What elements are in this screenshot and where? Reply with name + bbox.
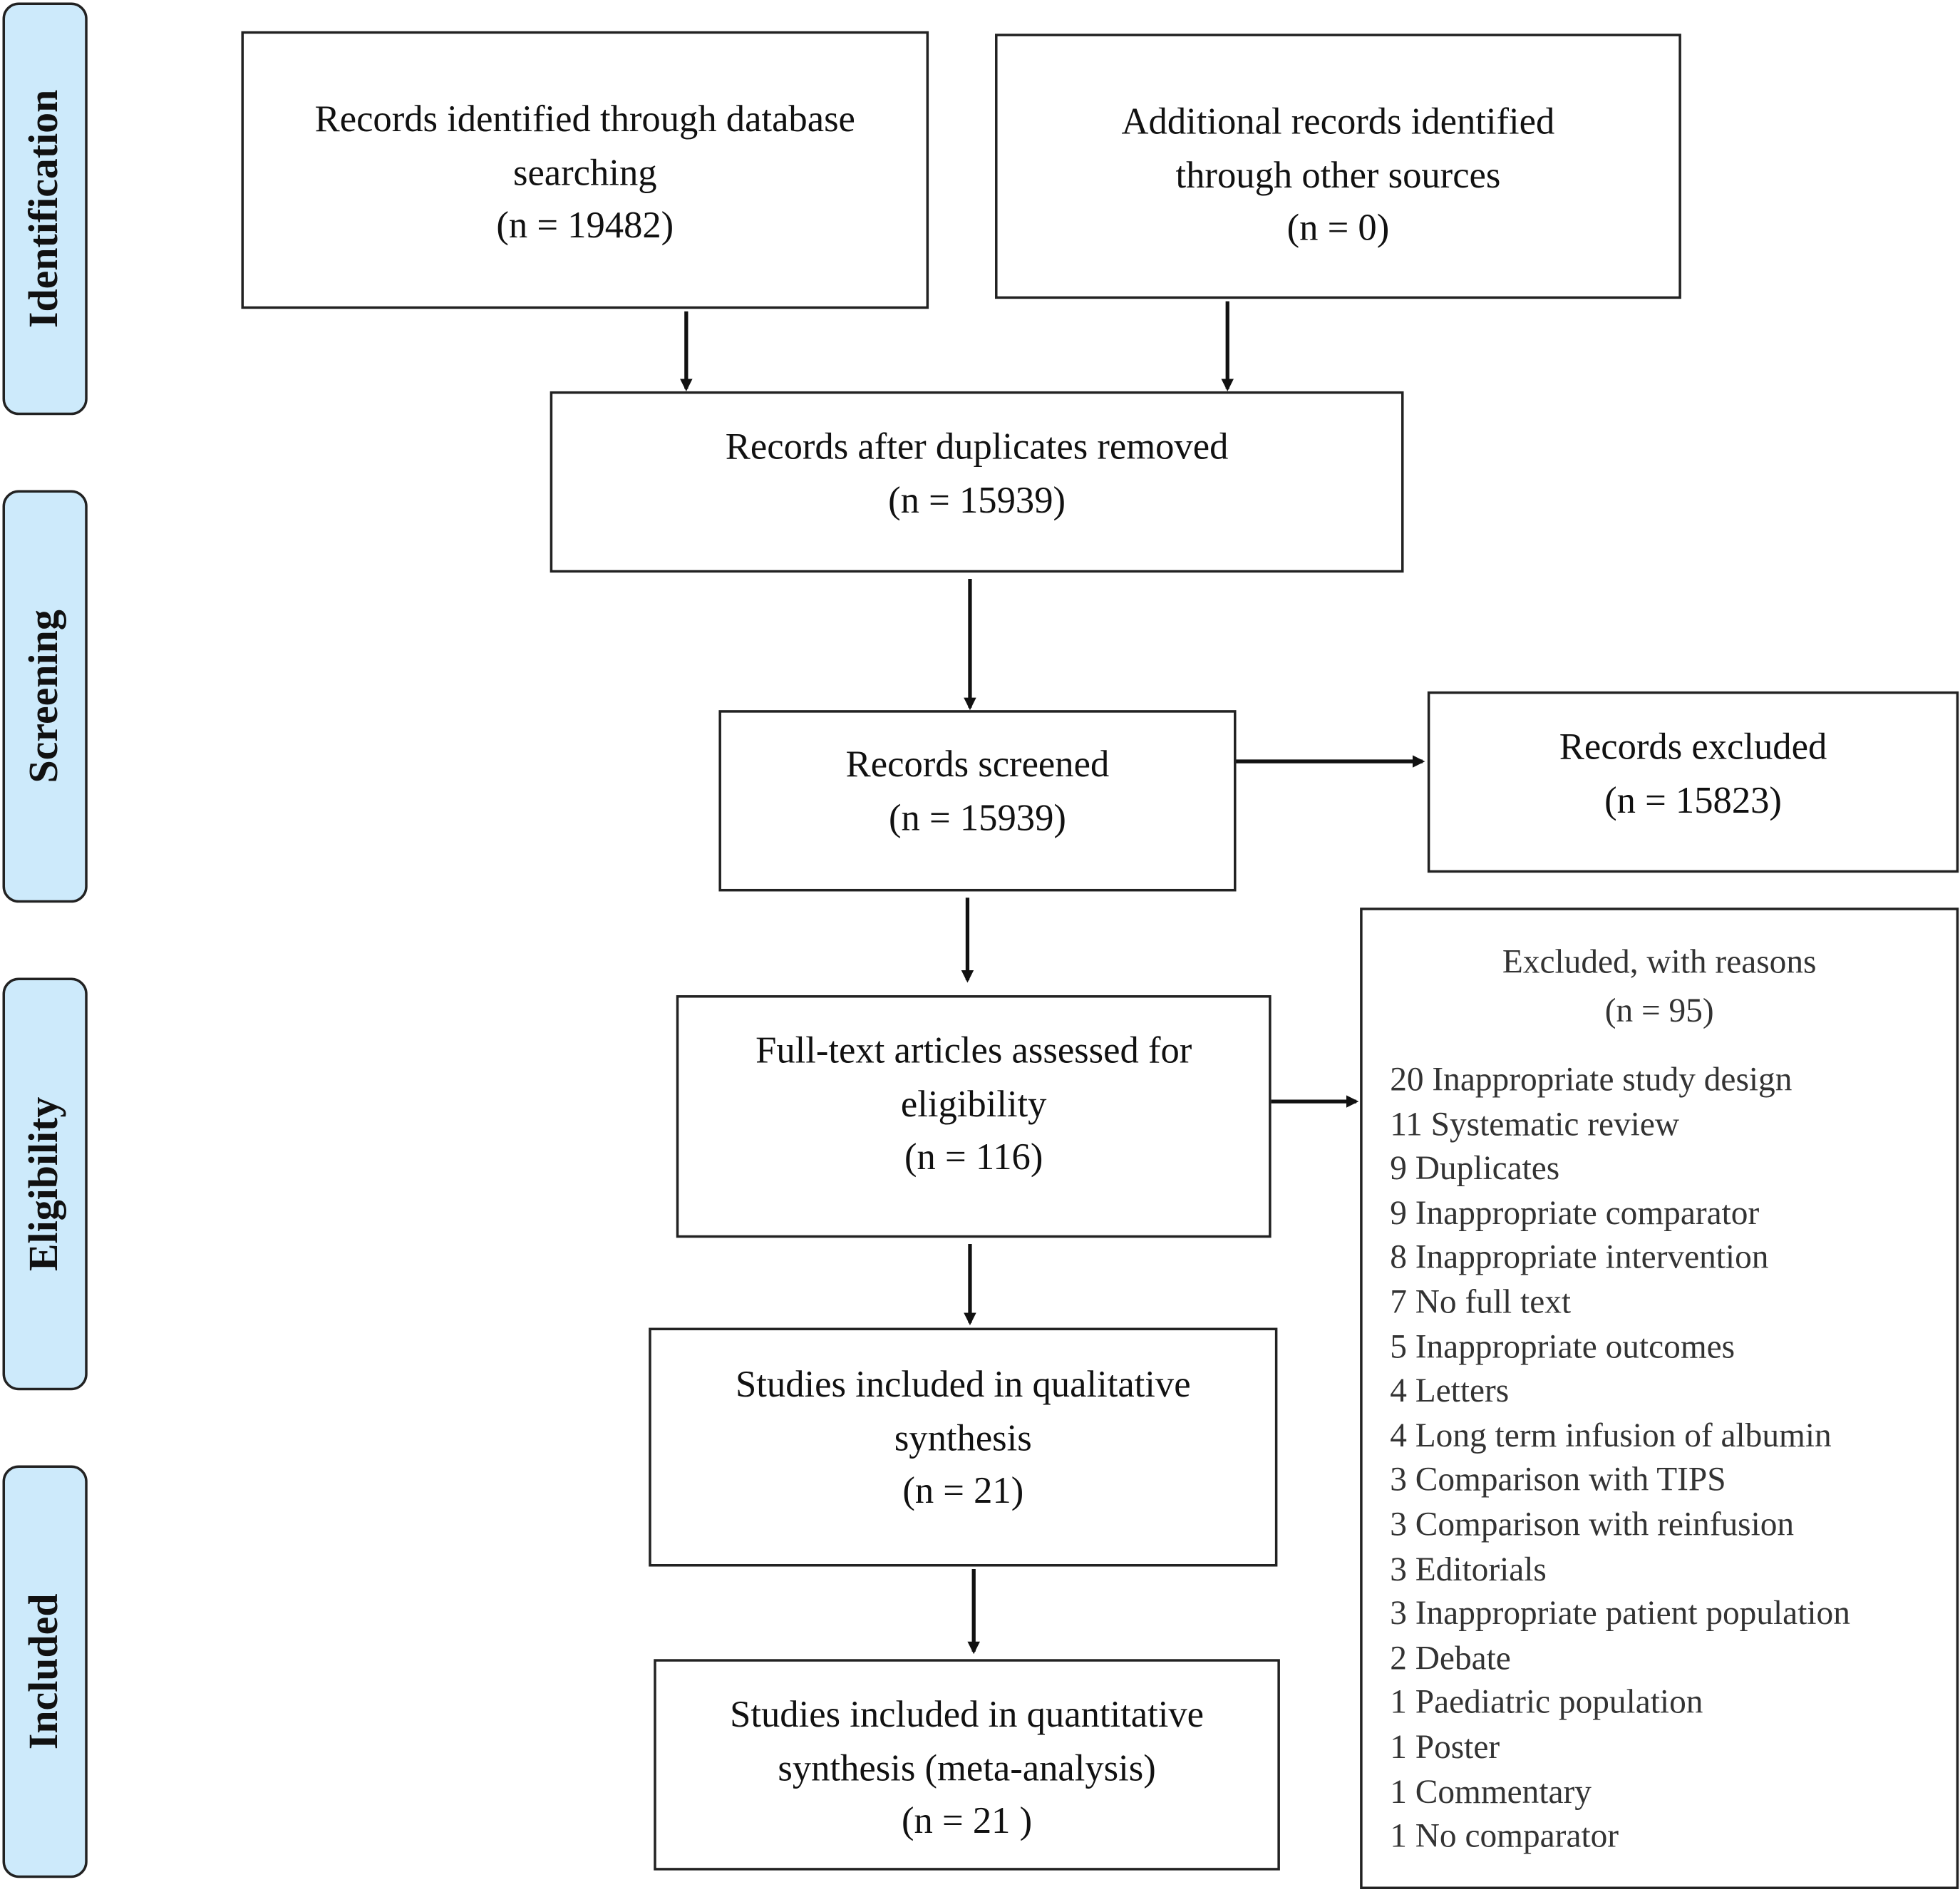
reason-item: 1 Commentary <box>1390 1772 1592 1810</box>
box-text: synthesis (meta-analysis) <box>778 1747 1156 1789</box>
box-text: (n = 21) <box>902 1470 1024 1512</box>
box-text: Records after duplicates removed <box>725 426 1229 468</box>
reason-item: 3 Comparison with reinfusion <box>1390 1505 1795 1543</box>
box-text: (n = 15939) <box>889 797 1066 838</box>
box-text: (n = 15823) <box>1604 779 1782 821</box>
reasons-count: (n = 95) <box>1604 991 1714 1029</box>
box-exclusion-reasons: Excluded, with reasons (n = 95) 20 Inapp… <box>1360 908 1959 1889</box>
box-text: Additional records identified <box>1121 101 1555 143</box>
reason-item: 3 Editorials <box>1390 1549 1547 1588</box>
box-records-excluded: Records excluded (n = 15823) <box>1427 691 1959 873</box>
reason-item: 1 No comparator <box>1390 1816 1619 1855</box>
reason-item: 5 Inappropriate outcomes <box>1390 1327 1735 1365</box>
box-text: synthesis <box>894 1417 1032 1459</box>
reason-item: 3 Inappropriate patient population <box>1390 1594 1850 1632</box>
box-text: through other sources <box>1175 154 1501 196</box>
reason-item: 20 Inappropriate study design <box>1390 1060 1793 1098</box>
box-text: (n = 0) <box>1286 207 1390 250</box>
phase-eligibility: Eligibility <box>2 977 88 1391</box>
box-text: Studies included in qualitative <box>736 1364 1191 1406</box>
box-database-records: Records identified through database sear… <box>241 31 929 309</box>
phase-identification: Identification <box>2 2 88 416</box>
reason-item: 1 Poster <box>1390 1727 1500 1766</box>
box-text: (n = 19482) <box>496 205 674 247</box>
reasons-title: Excluded, with reasons <box>1502 942 1817 980</box>
box-text: Records excluded <box>1559 726 1827 768</box>
reason-item: 9 Duplicates <box>1390 1149 1560 1187</box>
reason-item: 4 Letters <box>1390 1372 1510 1409</box>
box-text: (n = 21 ) <box>902 1800 1033 1842</box>
box-text: Records screened <box>845 744 1110 786</box>
box-text: (n = 15939) <box>888 479 1066 521</box>
reasons-list: 20 Inappropriate study design 11 Systemat… <box>1390 1058 1956 1859</box>
reason-item: 11 Systematic review <box>1390 1104 1680 1143</box>
reason-item: 8 Inappropriate intervention <box>1390 1238 1769 1276</box>
phase-included: Included <box>2 1465 88 1878</box>
reason-item: 1 Paediatric population <box>1390 1683 1703 1721</box>
box-fulltext-assessed: Full-text articles assessed for eligibil… <box>676 995 1272 1238</box>
reason-item: 7 No full text <box>1390 1282 1572 1320</box>
box-text: eligibility <box>900 1083 1047 1125</box>
box-text: searching <box>512 152 657 193</box>
box-text: Studies included in quantitative <box>730 1694 1204 1736</box>
reason-item: 9 Inappropriate comparator <box>1390 1193 1760 1232</box>
reason-item: 4 Long term infusion of albumin <box>1390 1416 1832 1454</box>
box-duplicates-removed: Records after duplicates removed (n = 15… <box>550 391 1404 573</box>
box-quantitative-synthesis: Studies included in quantitative synthes… <box>654 1659 1280 1871</box>
box-text: Records identified through database <box>314 98 855 140</box>
reason-item: 2 Debate <box>1390 1638 1511 1677</box>
box-other-sources: Additional records identified through ot… <box>995 34 1681 299</box>
phase-screening: Screening <box>2 490 88 903</box>
box-text: (n = 116) <box>904 1136 1043 1178</box>
box-records-screened: Records screened (n = 15939) <box>718 710 1237 892</box>
reason-item: 3 Comparison with TIPS <box>1390 1461 1726 1498</box>
box-qualitative-synthesis: Studies included in qualitative synthesi… <box>649 1327 1278 1567</box>
box-text: Full-text articles assessed for <box>755 1030 1192 1072</box>
